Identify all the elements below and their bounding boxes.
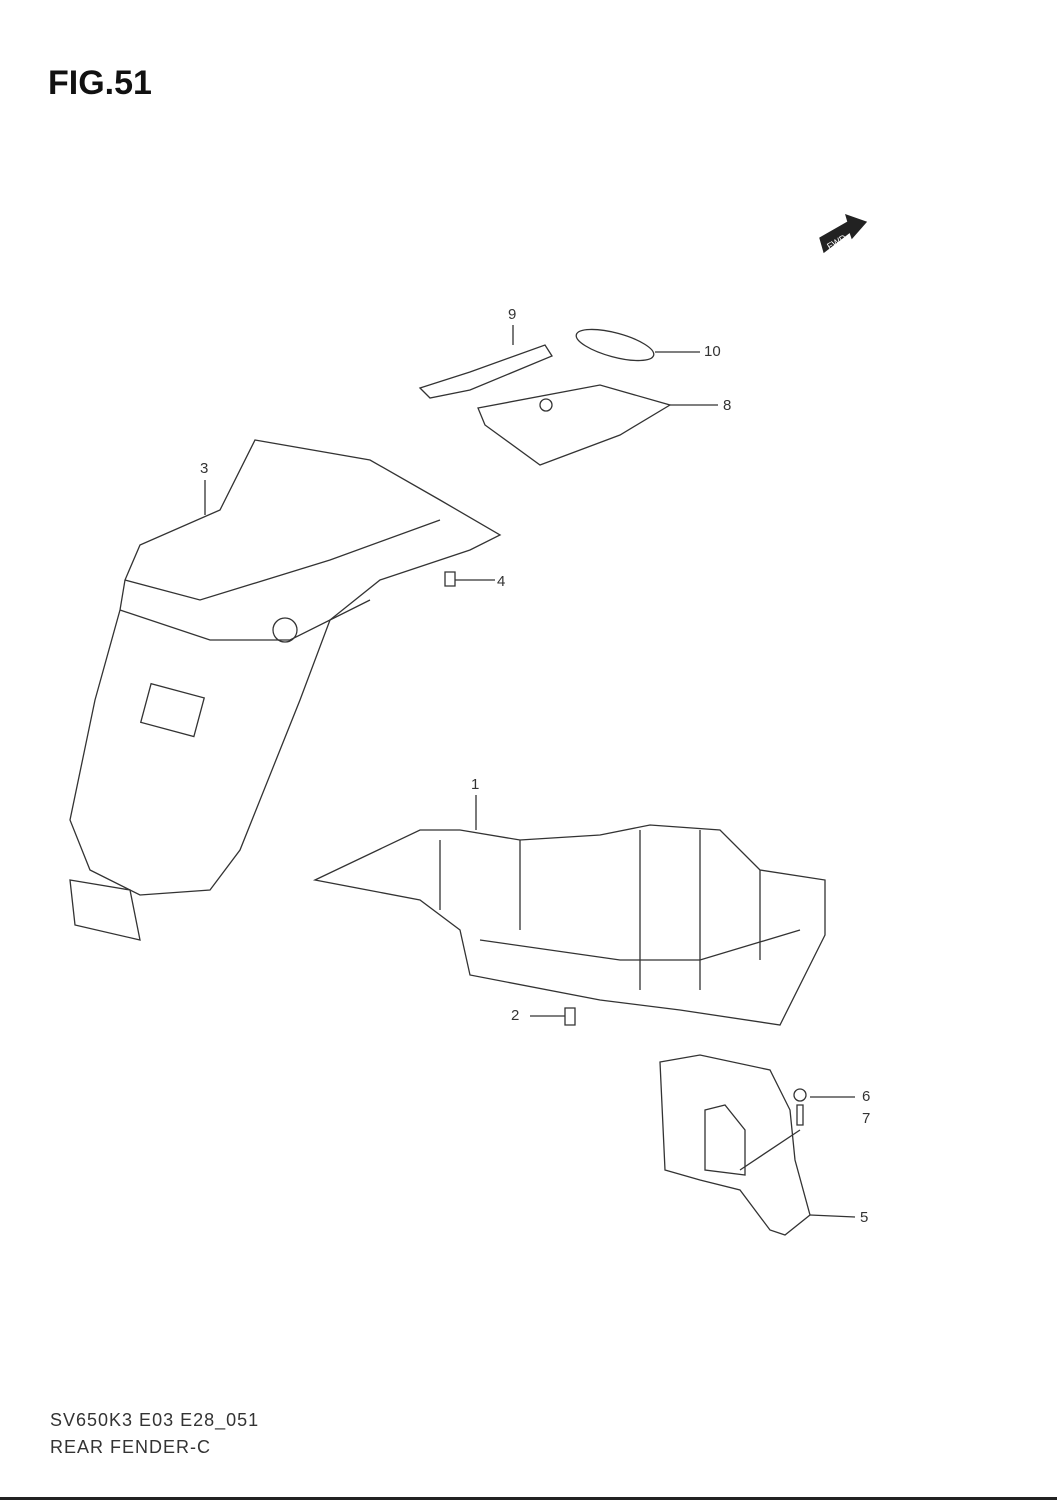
callout-6: 6	[862, 1088, 871, 1105]
callout-5: 5	[860, 1209, 869, 1226]
part-6-7-bolt-washer	[739, 1088, 807, 1171]
callout-10: 10	[704, 343, 721, 360]
callout-7: 7	[862, 1110, 871, 1127]
diagram-code: SV650K3 E03 E28_051	[50, 1410, 260, 1430]
part-10-band	[575, 328, 655, 362]
part-4-bolt	[444, 571, 495, 587]
callout-4: 4	[497, 573, 506, 590]
fwd-arrow-icon: FWD	[819, 213, 868, 254]
part-8-cover	[477, 384, 672, 466]
leader-lines	[204, 325, 855, 1098]
callout-9: 9	[508, 306, 517, 323]
bottom-border	[0, 1497, 1057, 1500]
diagram-name: REAR FENDER-C	[50, 1437, 212, 1457]
part-3-rear-fender	[69, 439, 502, 941]
part-2-screw	[530, 1007, 576, 1026]
callout-3: 3	[200, 460, 209, 477]
part-1-battery-tray	[312, 824, 826, 1026]
callout-2: 2	[511, 1007, 520, 1024]
callout-8: 8	[723, 397, 732, 414]
callout-1: 1	[471, 776, 480, 793]
part-9-bracket	[418, 344, 553, 399]
figure-title: FIG.51	[48, 64, 152, 102]
part-5-guard	[659, 1054, 856, 1236]
